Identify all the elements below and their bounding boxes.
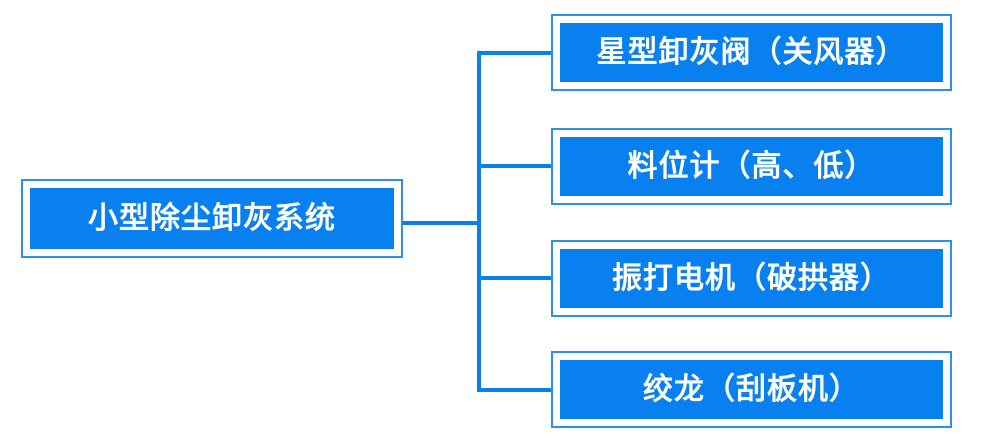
child-node-2-fill: 料位计（高、低）: [560, 137, 943, 196]
root-node-fill: 小型除尘卸灰系统: [30, 188, 394, 249]
child-node-3-fill: 振打电机（破拱器）: [560, 249, 943, 308]
child-node-3-label: 振打电机（破拱器）: [612, 261, 891, 295]
connector-branch-2: [477, 164, 563, 168]
child-node-2[interactable]: 料位计（高、低）: [551, 128, 952, 205]
connector-branch-3: [477, 276, 563, 280]
connector-vertical-trunk: [477, 53, 481, 392]
connector-root-stem: [392, 221, 481, 225]
root-node[interactable]: 小型除尘卸灰系统: [21, 179, 403, 258]
connector-branch-1: [477, 51, 563, 55]
root-node-label: 小型除尘卸灰系统: [88, 201, 336, 235]
child-node-3[interactable]: 振打电机（破拱器）: [551, 240, 952, 317]
child-node-4[interactable]: 绞龙（刮板机）: [551, 351, 952, 428]
child-node-4-label: 绞龙（刮板机）: [643, 372, 860, 406]
child-node-2-label: 料位计（高、低）: [627, 149, 876, 183]
child-node-1-label: 星型卸灰阀（关风器）: [596, 35, 907, 69]
child-node-1[interactable]: 星型卸灰阀（关风器）: [551, 14, 952, 91]
child-node-4-fill: 绞龙（刮板机）: [560, 360, 943, 419]
connector-branch-4: [477, 388, 563, 392]
child-node-1-fill: 星型卸灰阀（关风器）: [560, 23, 943, 82]
